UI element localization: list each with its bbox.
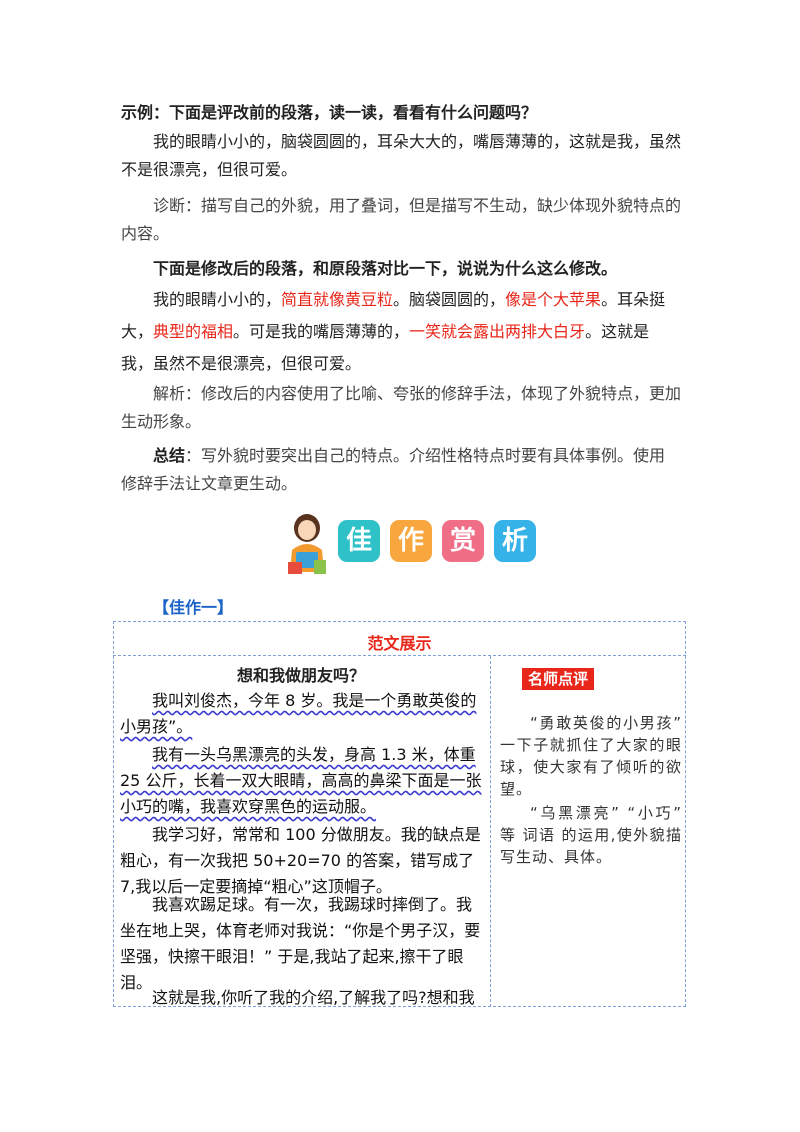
revised-text: 。可是我的嘴唇薄薄的， <box>233 322 410 341</box>
table-divider <box>113 655 686 656</box>
example-heading: 示例：下面是评改前的段落，读一读，看看有什么问题吗？ <box>121 103 538 122</box>
highlight-text: 一笑就会露出两排大白牙 <box>409 322 586 341</box>
essay-text: 我叫刘俊杰，今年 8 岁。我是一个勇敢英俊的小男孩”。 <box>120 691 477 736</box>
essay-paragraph: 我叫刘俊杰，今年 8 岁。我是一个勇敢英俊的小男孩”。 <box>120 688 482 740</box>
diagnosis-paragraph: 诊断：描写自己的外貌，用了叠词，但是描写不生动，缺少体现外貌特点的内容。 <box>121 196 682 243</box>
highlight-text: 典型的福相 <box>153 322 234 341</box>
teacher-comment-label: 名师点评 <box>522 668 595 690</box>
summary-text: ：写外貌时要突出自己的特点。介绍性格特点时要有具体事例。使用修辞手法让文章更生动… <box>121 446 666 493</box>
example-tag: 【佳作一】 <box>153 598 234 617</box>
essay-title: 想和我做朋友吗？ <box>236 666 365 685</box>
table-divider <box>490 656 491 1007</box>
essay-text: 我有一头乌黑漂亮的头发，身高 1.3 米，体重 25 公斤，长着一双大眼睛，高高… <box>120 745 482 816</box>
revised-text: 我的眼睛小小的， <box>153 290 282 309</box>
banner-char: 赏 <box>442 520 484 562</box>
summary-label: 总结 <box>153 446 186 465</box>
banner: 佳 作 赏 析 <box>282 510 552 576</box>
essay-paragraph: 我有一头乌黑漂亮的头发，身高 1.3 米，体重 25 公斤，长着一双大眼睛，高高… <box>120 742 482 820</box>
revised-text: 。这就是我，虽然不是很漂亮，但很可爱。 <box>121 322 650 373</box>
revised-paragraph: 我的眼睛小小的，简直就像黄豆粒。脑袋圆圆的，像是个大苹果。耳朵挺大，典型的福相。… <box>121 284 681 380</box>
essay-paragraph: 这就是我,你听了我的介绍,了解我了吗?想和我 <box>152 988 475 1007</box>
summary-paragraph: 总结：写外貌时要突出自己的特点。介绍性格特点时要有具体事例。使用修辞手法让文章更… <box>121 442 681 498</box>
highlight-text: 简直就像黄豆粒 <box>281 290 394 309</box>
revised-heading: 下面是修改后的段落，和原段落对比一下，说说为什么这么修改。 <box>153 259 618 278</box>
banner-char: 析 <box>494 520 536 562</box>
analysis-paragraph: 解析：修改后的内容使用了比喻、夸张的修辞手法，体现了外貌特点，更加生动形象。 <box>121 384 682 431</box>
highlight-text: 像是个大苹果 <box>505 290 602 309</box>
revised-text: 。耳朵挺大， <box>121 290 666 341</box>
original-paragraph: 我的眼睛小小的，脑袋圆圆的，耳朵大大的，嘴唇薄薄的，这就是我，虽然不是很漂亮，但… <box>121 132 682 179</box>
essay-table <box>113 621 686 1007</box>
teacher-comment: “乌黑漂亮” “小巧” 等 词语 的运用,使外貌描写生动、具体。 <box>500 804 682 866</box>
essay-paragraph: 我喜欢踢足球。有一次，我踢球时摔倒了。我坐在地上哭，体育老师对我说：“你是个男子… <box>120 895 481 992</box>
girl-reading-icon <box>288 514 326 574</box>
revised-text: 。脑袋圆圆的， <box>393 290 506 309</box>
essay-paragraph: 我学习好，常常和 100 分做朋友。我的缺点是粗心，有一次我把 50+20=70… <box>120 825 481 896</box>
banner-char: 作 <box>390 520 432 562</box>
banner-char: 佳 <box>338 520 380 562</box>
table-header: 范文展示 <box>367 634 432 653</box>
teacher-comment: “勇敢英俊的小男孩” 一下子就抓住了大家的眼球，使大家有了倾听的欲望。 <box>500 714 682 798</box>
